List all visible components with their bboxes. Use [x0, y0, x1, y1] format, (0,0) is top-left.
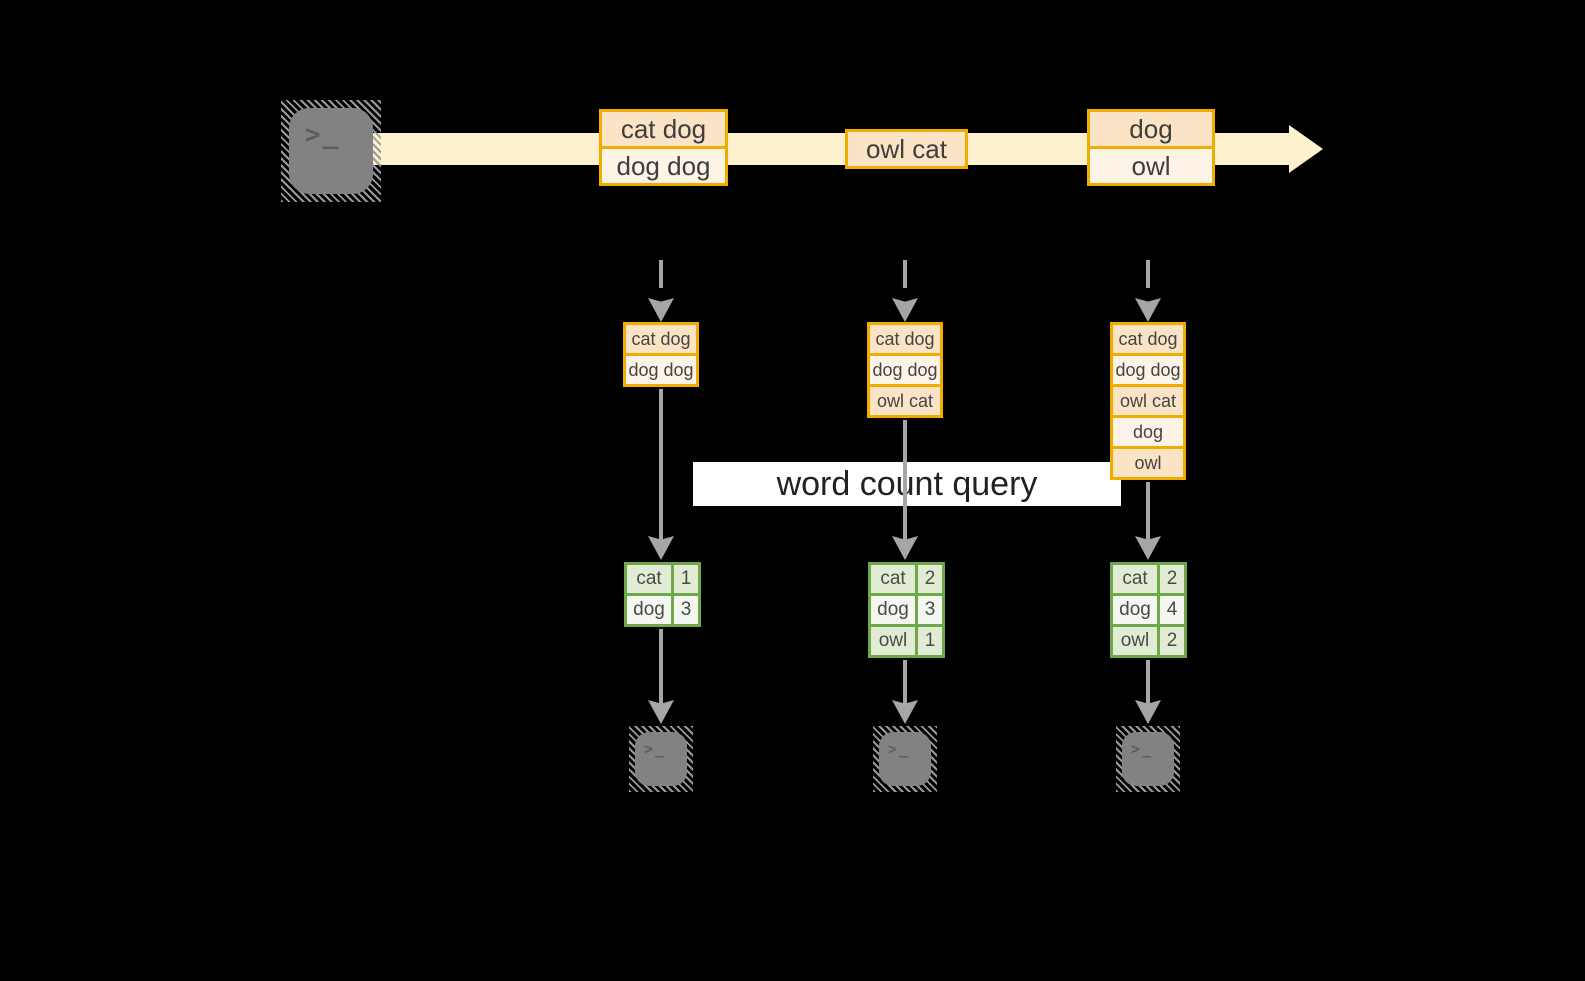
output-terminal-icon: >_ [629, 726, 693, 792]
count-row: owl 1 [871, 627, 942, 655]
count-row: cat 2 [871, 565, 942, 593]
stack-line: cat dog [1113, 325, 1183, 353]
count-row: cat 1 [627, 565, 698, 593]
arrow-shaft [1146, 260, 1150, 288]
flow-arrow [1135, 660, 1161, 724]
stack-line: dog [1113, 418, 1183, 446]
stack-line: dog dog [626, 356, 696, 384]
stack-line: cat dog [870, 325, 940, 353]
source-terminal-icon: >_ [281, 100, 381, 202]
dashed-down-arrow [648, 260, 674, 322]
flow-arrow [892, 660, 918, 724]
terminal-body: >_ [879, 732, 931, 786]
count-value: 2 [1160, 565, 1184, 593]
dashed-down-arrow [892, 260, 918, 322]
terminal-prompt-glyph: >_ [644, 740, 667, 758]
accumulated-stack-3: cat dog dog dog owl cat dog owl [1110, 322, 1186, 480]
terminal-body: >_ [635, 732, 687, 786]
terminal-body: >_ [1122, 732, 1174, 786]
arrow-shaft [903, 660, 907, 704]
arrow-shaft [1146, 660, 1150, 704]
count-word: cat [871, 565, 915, 593]
count-value: 4 [1160, 596, 1184, 624]
count-table-3: cat 2 dog 4 owl 2 [1110, 562, 1187, 658]
count-table-2: cat 2 dog 3 owl 1 [868, 562, 945, 658]
arrow-shaft [903, 260, 907, 288]
count-value: 1 [918, 627, 942, 655]
batch-line: cat dog [602, 112, 725, 146]
terminal-prompt-glyph: >_ [305, 120, 341, 150]
count-row: cat 2 [1113, 565, 1184, 593]
down-arrowhead-icon [648, 298, 674, 322]
dashed-down-arrow [1135, 260, 1161, 322]
arrow-shaft [659, 389, 663, 540]
count-value: 2 [918, 565, 942, 593]
stack-line: dog dog [1113, 356, 1183, 384]
batch-line: dog [1090, 112, 1212, 146]
stream-batch-1: cat dog dog dog [599, 109, 728, 186]
stack-line: cat dog [626, 325, 696, 353]
arrow-shaft [659, 260, 663, 288]
count-word: cat [1113, 565, 1157, 593]
stack-line: owl cat [1113, 387, 1183, 415]
count-row: dog 3 [627, 596, 698, 624]
stream-arrowhead-icon [1289, 125, 1323, 173]
accumulated-stack-2: cat dog dog dog owl cat [867, 322, 943, 418]
down-arrowhead-icon [1135, 298, 1161, 322]
count-row: owl 2 [1113, 627, 1184, 655]
accumulated-stack-1: cat dog dog dog [623, 322, 699, 387]
count-table-1: cat 1 dog 3 [624, 562, 701, 627]
terminal-prompt-glyph: >_ [888, 740, 911, 758]
arrow-shaft [1146, 482, 1150, 540]
count-value: 3 [918, 596, 942, 624]
batch-line: owl cat [848, 132, 965, 166]
flow-arrow [648, 629, 674, 724]
arrow-shaft [659, 629, 663, 704]
terminal-body: >_ [289, 108, 373, 194]
flow-arrow [648, 389, 674, 560]
batch-line: dog dog [602, 149, 725, 183]
down-arrowhead-icon [892, 298, 918, 322]
count-word: owl [1113, 627, 1157, 655]
count-value: 1 [674, 565, 698, 593]
terminal-prompt-glyph: >_ [1131, 740, 1154, 758]
stream-batch-2: owl cat [845, 129, 968, 169]
flow-arrow [892, 420, 918, 560]
output-terminal-icon: >_ [873, 726, 937, 792]
count-word: dog [871, 596, 915, 624]
count-value: 2 [1160, 627, 1184, 655]
count-word: owl [871, 627, 915, 655]
count-word: dog [627, 596, 671, 624]
count-word: dog [1113, 596, 1157, 624]
stack-line: owl cat [870, 387, 940, 415]
count-value: 3 [674, 596, 698, 624]
stack-line: dog dog [870, 356, 940, 384]
count-row: dog 3 [871, 596, 942, 624]
flow-arrow [1135, 482, 1161, 560]
arrow-shaft [903, 420, 907, 540]
output-terminal-icon: >_ [1116, 726, 1180, 792]
stream-batch-3: dog owl [1087, 109, 1215, 186]
batch-line: owl [1090, 149, 1212, 183]
count-row: dog 4 [1113, 596, 1184, 624]
count-word: cat [627, 565, 671, 593]
stack-line: owl [1113, 449, 1183, 477]
word-count-query-label: word count query [693, 462, 1121, 506]
